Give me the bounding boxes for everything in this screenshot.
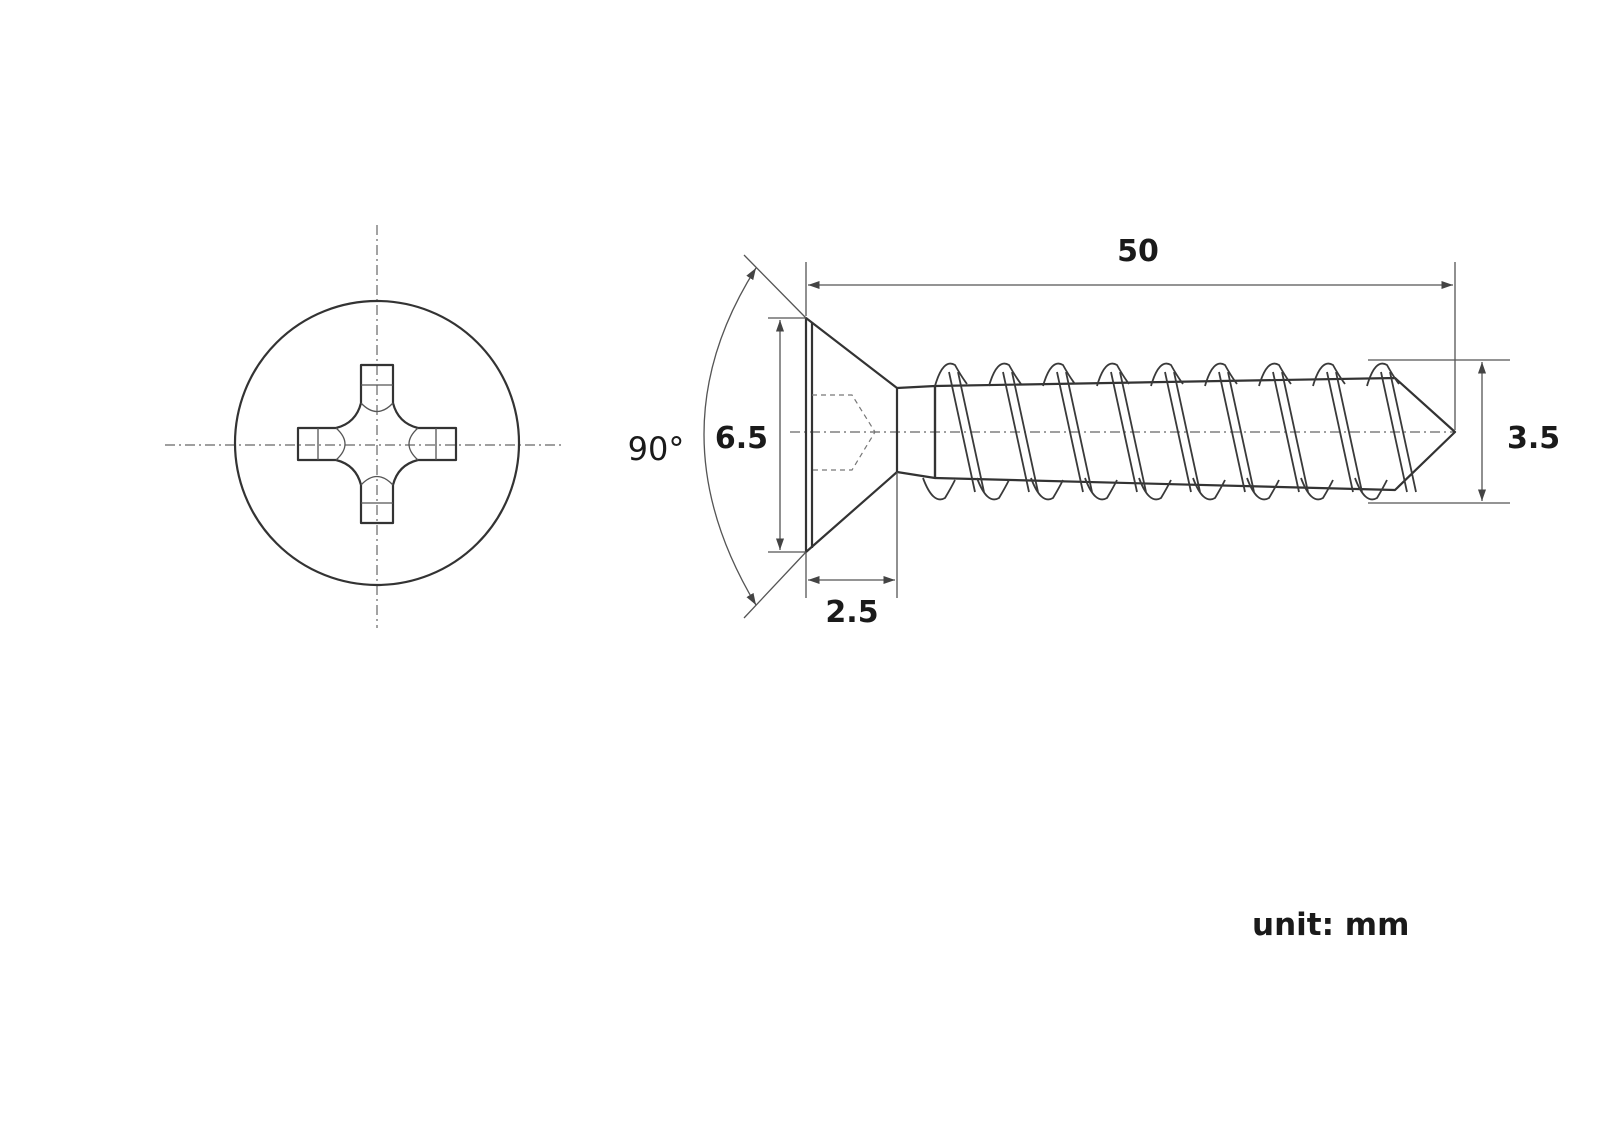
thread-helix-line	[1173, 371, 1201, 493]
thread-crest-top	[934, 362, 968, 387]
length-label: 50	[1117, 234, 1159, 269]
thread-helix-line	[948, 371, 976, 493]
thread-crest-top	[1312, 362, 1346, 387]
side-view: 50 6.5 2.5 3.5 90°	[628, 234, 1561, 630]
thread-crest-top	[988, 362, 1022, 387]
length-dimension: 50	[805, 234, 1456, 430]
head-height-label: 2.5	[825, 595, 878, 630]
thread-crest-top	[1096, 362, 1130, 387]
thread-helix-line	[1281, 371, 1309, 493]
thread-helix-line	[1110, 371, 1138, 493]
thread-helix-line	[1002, 371, 1030, 493]
head-angle-dimension: 90°	[628, 254, 807, 619]
thread-helix-line	[1389, 371, 1417, 493]
thread-helix-line	[1119, 371, 1147, 493]
head-height-dimension: 2.5	[805, 472, 898, 630]
thread-crest-bottom	[1030, 477, 1064, 501]
thread-crest-bottom	[922, 477, 956, 501]
top-view	[165, 225, 565, 628]
thread-helix-line	[1164, 371, 1192, 493]
thread-crest-bottom	[1246, 477, 1280, 501]
phillips-recess-icon	[296, 363, 458, 525]
thread-crest-top	[1204, 362, 1238, 387]
thread-crest-bottom	[1300, 477, 1334, 501]
thread-helix	[922, 362, 1417, 501]
unit-label: unit: mm	[1252, 907, 1409, 943]
thread-helix-line	[1056, 371, 1084, 493]
thread-helix-line	[1335, 371, 1363, 493]
thread-crest-bottom	[976, 477, 1010, 501]
thread-diameter-dimension: 3.5	[1368, 359, 1560, 504]
thread-helix-line	[1011, 371, 1039, 493]
thread-helix-line	[1065, 371, 1093, 493]
thread-crest-bottom	[1138, 477, 1172, 501]
head-outline-circle	[233, 299, 521, 587]
head-diameter-dimension: 6.5	[715, 317, 806, 553]
head-angle-label: 90°	[628, 430, 685, 468]
thread-helix-line	[957, 371, 985, 493]
thread-crest-bottom	[1354, 477, 1388, 501]
thread-helix-line	[1218, 371, 1246, 493]
thread-crest-top	[1258, 362, 1292, 387]
thread-crest-top	[1042, 362, 1076, 387]
recess-hidden-outline	[812, 394, 876, 471]
thread-crest-top	[1150, 362, 1184, 387]
threaded-body-outline	[934, 376, 1457, 492]
thread-crest-bottom	[1084, 477, 1118, 501]
thread-crest-top	[1366, 362, 1400, 387]
thread-helix-line	[1326, 371, 1354, 493]
thread-diameter-label: 3.5	[1507, 421, 1560, 456]
thread-helix-line	[1272, 371, 1300, 493]
head-diameter-label: 6.5	[715, 421, 768, 456]
countersunk-head	[804, 316, 899, 554]
thread-crest-bottom	[1192, 477, 1226, 501]
head-angle-arc	[703, 267, 757, 606]
thread-helix-line	[1227, 371, 1255, 493]
thread-helix-line	[1380, 371, 1408, 493]
